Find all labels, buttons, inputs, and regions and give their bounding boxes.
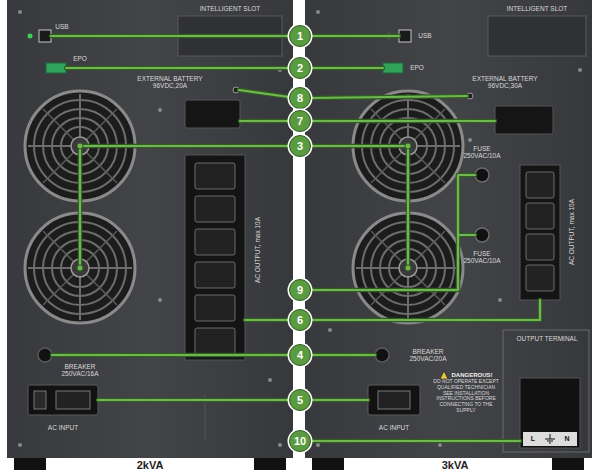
breaker-label: BREAKER 250VAC/20A — [402, 348, 454, 363]
power-switch — [34, 391, 46, 409]
warning-text-text: DO NOT OPERATE EXCEPT QUALIFIED TECHNICI… — [433, 378, 499, 413]
output-terminal-block — [520, 378, 580, 448]
model-label-text: 3kVA — [442, 459, 469, 471]
callout-circle: 4 — [289, 344, 311, 366]
iec-inlet — [56, 391, 90, 409]
port-label: EXTERNAL BATTERY 96VDC,20A — [130, 75, 210, 90]
callout-circle: 7 — [289, 110, 311, 132]
model-label: 2kVA — [137, 459, 164, 472]
slot-label-text: INTELLIGENT SLOT — [507, 5, 568, 12]
output-terminal-frame — [503, 330, 589, 452]
terminal-label-text: OUTPUT TERMINAL — [516, 335, 577, 342]
intelligent-slot — [488, 16, 586, 56]
callout-number: 5 — [297, 395, 303, 406]
callout-number: 8 — [297, 93, 303, 104]
screws — [18, 10, 282, 447]
terminal-strip — [523, 432, 577, 446]
callout-number: 10 — [294, 436, 306, 447]
leader-lines-outline — [51, 36, 540, 441]
leader-lines — [51, 36, 540, 441]
output-label-text: AC OUTPUT, max 10A — [568, 199, 575, 265]
port-label-text: EXTERNAL BATTERY 96VDC,30A — [472, 75, 537, 89]
fuse-label: FUSE 250VAC/10A — [459, 145, 505, 160]
port-label: EXTERNAL BATTERY 96VDC,30A — [465, 75, 545, 90]
output-label: AC OUTPUT, max 10A — [568, 199, 575, 265]
callout-circle: 2 — [289, 57, 311, 79]
output-label: AC OUTPUT, max 10A — [254, 217, 261, 283]
callout-circle: 3 — [289, 135, 311, 157]
callout-number: 4 — [297, 350, 303, 361]
port-label: USB — [55, 23, 68, 30]
terminal-pin-label: L — [531, 435, 535, 443]
callout-circle: 6 — [289, 309, 311, 331]
input-label: AC INPUT — [379, 424, 409, 431]
model-label-text: 2kVA — [137, 459, 164, 471]
callout-circle: 5 — [289, 389, 311, 411]
slot-label: INTELLIGENT SLOT — [200, 5, 261, 12]
ac-output-block — [520, 165, 560, 300]
ac-input-socket — [368, 385, 420, 415]
callout-circle: 10 — [289, 430, 311, 452]
battery-connector — [185, 100, 240, 128]
port-label-text: EPO — [73, 55, 87, 62]
callout-number: 6 — [297, 315, 303, 326]
fuse-label: FUSE 250VAC/10A — [459, 250, 505, 265]
output-sockets — [195, 163, 235, 354]
port-label-text: EXTERNAL BATTERY 96VDC,20A — [137, 75, 202, 89]
ac-output-block — [185, 155, 245, 360]
battery-connector — [495, 106, 553, 134]
warning-text: DO NOT OPERATE EXCEPT QUALIFIED TECHNICI… — [433, 379, 499, 414]
slot-label-text: INTELLIGENT SLOT — [200, 5, 261, 12]
fuse-label-text: FUSE 250VAC/10A — [463, 250, 500, 264]
slot-label: INTELLIGENT SLOT — [507, 5, 568, 12]
warning-title-text: DANGEROUS! — [451, 372, 492, 378]
callout-number: 7 — [297, 116, 303, 127]
callout-circle: 9 — [289, 279, 311, 301]
terminal-pin-label: N — [564, 435, 569, 443]
port-label-text: USB — [55, 23, 68, 30]
leader-end-dots — [77, 143, 411, 271]
callout-number: 3 — [297, 141, 303, 152]
output-label-text: AC OUTPUT, max 10A — [254, 217, 261, 283]
port-label-text: EPO — [410, 64, 424, 71]
screws — [316, 10, 582, 447]
ac-input-socket — [28, 385, 98, 415]
ground-symbol — [545, 434, 555, 443]
input-label-text: AC INPUT — [379, 424, 409, 431]
terminal-pin-label-text: L — [531, 435, 535, 442]
iec-inlet — [378, 391, 410, 409]
port-label-text: USB — [418, 32, 431, 39]
status-led — [28, 34, 33, 39]
callout-number: 2 — [297, 63, 303, 74]
port-label: EPO — [73, 55, 87, 62]
callout-number: 9 — [297, 285, 303, 296]
input-label: AC INPUT — [48, 424, 78, 431]
callout-number: 1 — [297, 31, 303, 42]
breaker-label: BREAKER 250VAC/16A — [55, 363, 105, 378]
terminal-label: OUTPUT TERMINAL — [516, 335, 577, 342]
terminal-pin-label-text: N — [564, 435, 569, 442]
breaker-label-text: BREAKER 250VAC/16A — [61, 363, 98, 377]
model-label: 3kVA — [442, 459, 469, 472]
callout-circle: 8 — [289, 87, 311, 109]
fuse-label-text: FUSE 250VAC/10A — [463, 145, 500, 159]
breaker-label-text: BREAKER 250VAC/20A — [409, 348, 446, 362]
port-label: EPO — [410, 64, 424, 71]
output-sockets — [526, 172, 554, 291]
port-label: USB — [418, 32, 431, 39]
callout-circle: 1 — [289, 25, 311, 47]
warning-title: DANGEROUS! — [451, 372, 492, 379]
epo-terminal — [46, 63, 66, 73]
epo-terminal — [383, 63, 403, 73]
input-label-text: AC INPUT — [48, 424, 78, 431]
